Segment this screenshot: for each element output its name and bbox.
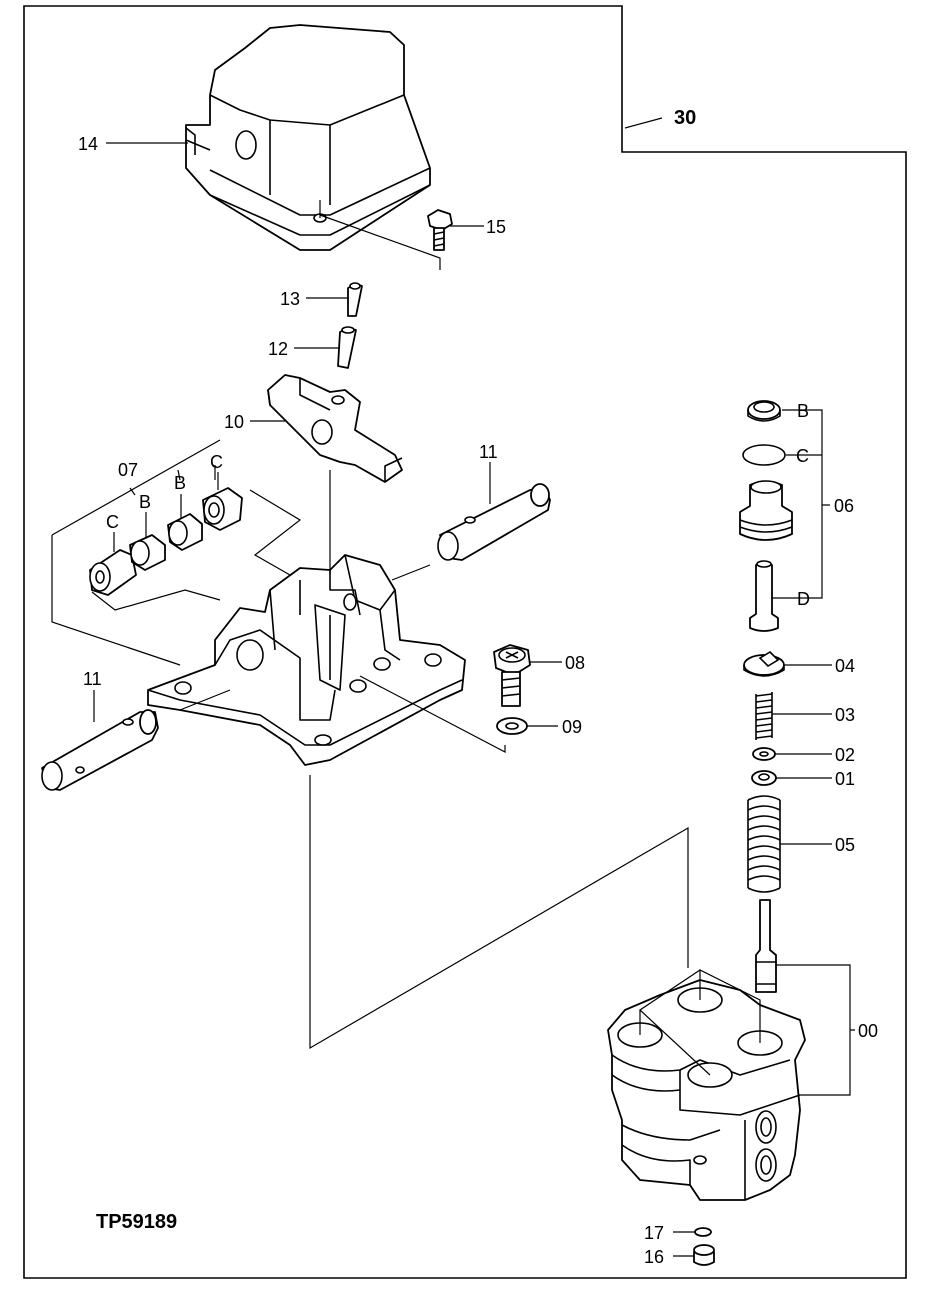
callout-01: 01 [835, 769, 855, 789]
part-07-bushings [89, 487, 243, 596]
callout-03: 03 [835, 705, 855, 725]
part-00-spool [755, 899, 777, 993]
part-00-valve-body [607, 979, 806, 1201]
callout-17: 17 [644, 1223, 664, 1243]
callout-06-C: C [796, 446, 809, 466]
callout-16: 16 [644, 1247, 664, 1267]
callout-07-C1: C [106, 512, 119, 532]
callout-02: 02 [835, 745, 855, 765]
callout-09: 09 [562, 717, 582, 737]
part-13-pin [347, 282, 363, 317]
callout-07: 07 [118, 460, 138, 480]
callout-13: 13 [280, 289, 300, 309]
leader-30 [624, 117, 663, 129]
part-06-C-oring [742, 444, 786, 466]
callout-07-B1: B [139, 492, 151, 512]
callout-12: 12 [268, 339, 288, 359]
callout-04: 04 [835, 656, 855, 676]
part-11-shaft-lower [41, 709, 159, 791]
part-17-oring [694, 1227, 712, 1237]
callout-11-upper: 11 [479, 442, 498, 462]
callout-05: 05 [835, 835, 855, 855]
callout-06: 06 [834, 496, 854, 516]
part-04-retainer [743, 650, 785, 677]
callout-06-B: B [797, 401, 809, 421]
callout-07-B2: B [174, 473, 186, 493]
part-12-pin [337, 326, 357, 369]
alignment-to-valve [309, 775, 689, 1050]
bracket-06 [772, 409, 830, 599]
diagram-frame [23, 5, 907, 1279]
callout-11-lower: 11 [83, 669, 102, 689]
part-10-lever [267, 374, 403, 483]
part-14-cover [185, 24, 431, 251]
part-06-D-pin [749, 560, 779, 632]
part-06-plug [739, 480, 793, 541]
callout-00: 00 [858, 1021, 878, 1041]
callout-07-C2: C [210, 452, 223, 472]
bracket-00 [776, 964, 855, 1096]
callout-06-D: D [797, 589, 810, 609]
figure-id: TP59189 [96, 1211, 177, 1233]
part-06-B-ring [747, 400, 781, 422]
part-16-plug [693, 1244, 715, 1266]
part-09-washer [496, 717, 528, 735]
part-15-bolt [427, 209, 453, 251]
part-11-shaft-upper [437, 483, 551, 561]
part-08-screw [493, 644, 531, 707]
part-05-spring [747, 795, 781, 893]
leader-15-align [319, 214, 441, 270]
part-03-spring [755, 692, 773, 740]
part-base-bracket [147, 554, 466, 766]
bracket-07 [51, 439, 221, 666]
callout-08: 08 [565, 653, 585, 673]
callout-15: 15 [486, 217, 506, 237]
callout-10: 10 [224, 412, 244, 432]
callout-30: 30 [674, 107, 696, 129]
callout-14: 14 [78, 134, 98, 154]
